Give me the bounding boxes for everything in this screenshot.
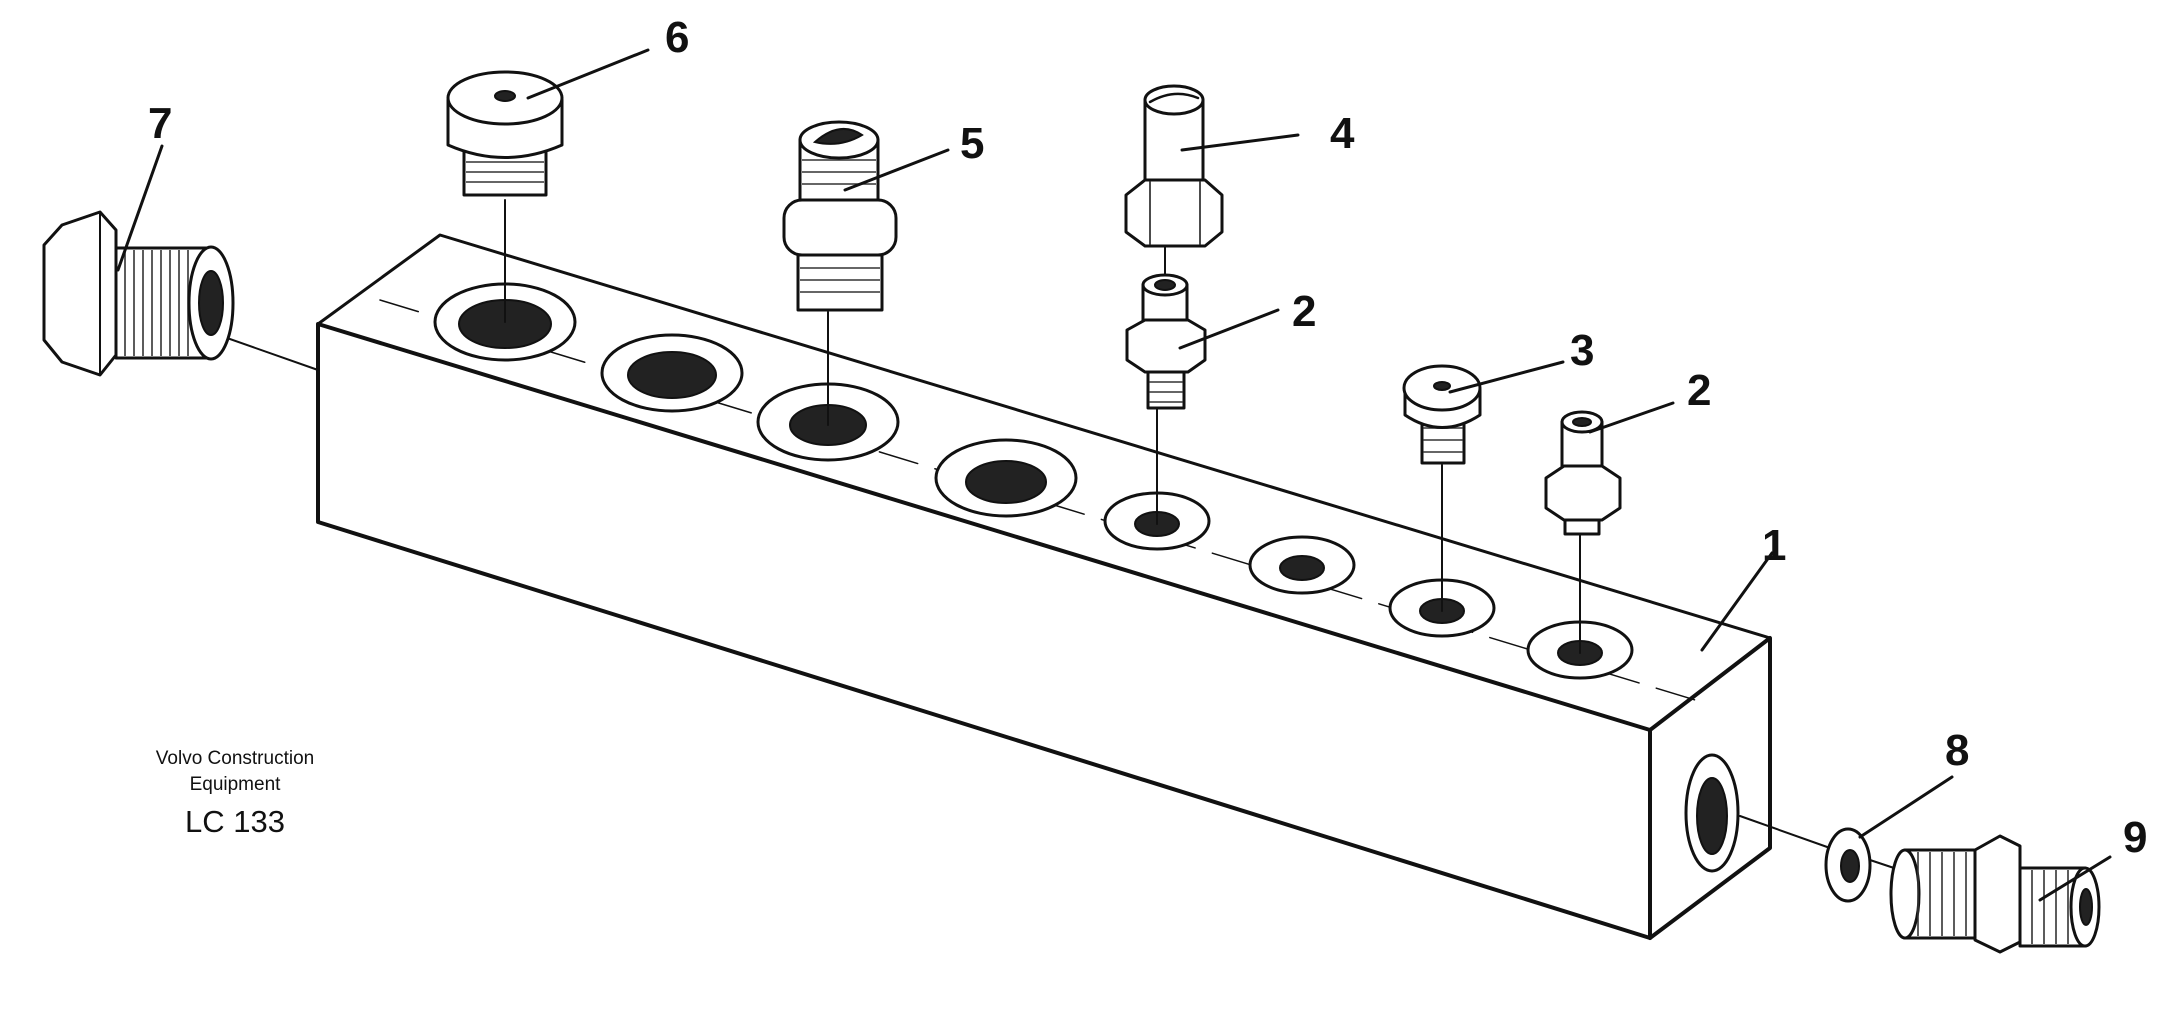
leader-3 bbox=[1448, 360, 1565, 394]
callout-3: 3 bbox=[1570, 326, 1594, 375]
callout-7: 7 bbox=[148, 99, 172, 148]
part-8-washer bbox=[1824, 827, 1872, 903]
part-9-adapter bbox=[1889, 834, 2101, 954]
callout-8: 8 bbox=[1945, 726, 1969, 775]
port-6 bbox=[1248, 535, 1356, 595]
leader-9 bbox=[2038, 855, 2112, 902]
callouts: 7 6 5 4 2 3 2 1 8 9 bbox=[148, 13, 2147, 862]
caption-company-line2: Equipment bbox=[190, 774, 282, 795]
fitting-collar bbox=[782, 198, 898, 257]
leader-5 bbox=[843, 148, 950, 192]
port-2 bbox=[600, 333, 744, 413]
caption: Volvo Construction Equipment LC 133 bbox=[156, 748, 314, 839]
part-5-fitting bbox=[782, 120, 898, 312]
callout-2-upper: 2 bbox=[1292, 287, 1316, 336]
part-2-fitting-upper bbox=[1125, 273, 1207, 410]
leader-7 bbox=[116, 144, 164, 272]
adapter-hex bbox=[1973, 834, 2022, 954]
part-2-fitting-lower bbox=[1544, 410, 1622, 536]
leader-8 bbox=[1858, 775, 1954, 839]
callout-2-lower: 2 bbox=[1687, 366, 1711, 415]
end-port-inner bbox=[1696, 777, 1728, 855]
callout-1: 1 bbox=[1762, 521, 1786, 570]
callout-9: 9 bbox=[2123, 813, 2147, 862]
callout-6: 6 bbox=[665, 13, 689, 62]
leader-1 bbox=[1700, 551, 1774, 652]
callout-5: 5 bbox=[960, 119, 984, 168]
caption-company-line1: Volvo Construction bbox=[156, 748, 314, 769]
leader-lines bbox=[116, 48, 2112, 902]
part-6-cap bbox=[446, 70, 564, 197]
leader-6 bbox=[526, 48, 650, 100]
part-4-nozzle bbox=[1124, 84, 1224, 248]
part-7-plug bbox=[42, 210, 235, 377]
callout-4: 4 bbox=[1330, 109, 1355, 158]
nozzle-hex bbox=[1124, 178, 1224, 248]
leader-2b bbox=[1588, 401, 1675, 434]
plug-hex bbox=[42, 210, 118, 377]
leader-4 bbox=[1180, 133, 1300, 152]
leader-2a bbox=[1178, 308, 1280, 350]
caption-drawing-code: LC 133 bbox=[185, 804, 285, 839]
part-3-cap bbox=[1402, 364, 1482, 465]
port-4 bbox=[934, 438, 1078, 518]
